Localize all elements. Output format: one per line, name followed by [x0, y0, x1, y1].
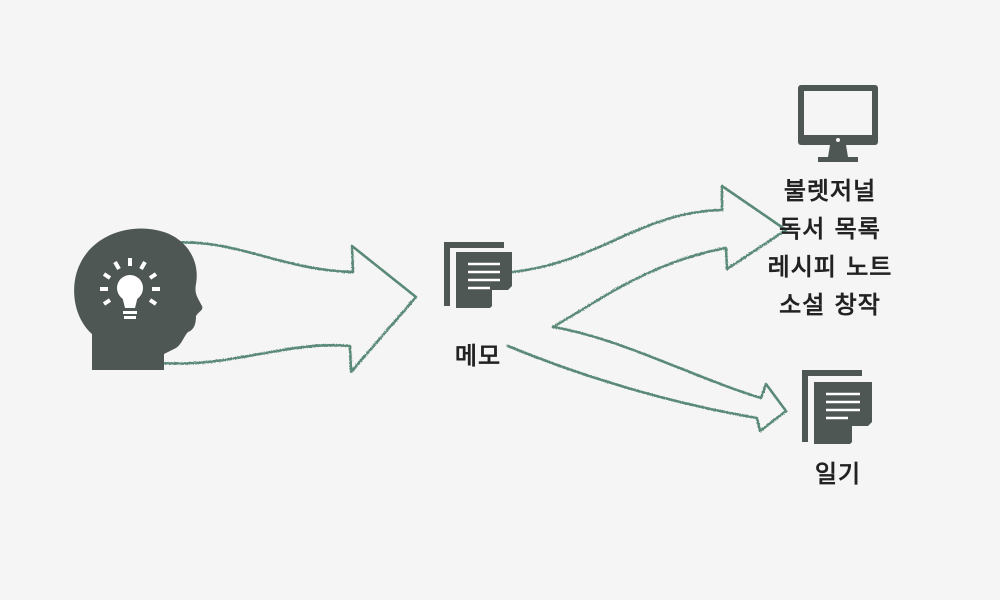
diary-label: 일기 [814, 460, 862, 488]
memo-label: 메모 [454, 342, 502, 370]
monitor-icon [798, 85, 878, 162]
arrow-idea-to-memo [160, 241, 418, 374]
arrow-memo-to-digital [511, 184, 788, 329]
digital-item: 소설 창작 [779, 291, 881, 319]
digital-items-list: 불렛저널 독서 목록 레시피 노트 소설 창작 [760, 172, 900, 324]
head-with-lightbulb-icon [74, 228, 203, 370]
diary-document-icon [802, 370, 872, 444]
digital-item: 불렛저널 [783, 177, 877, 205]
memo-document-icon [444, 242, 512, 308]
arrow-memo-to-diary [506, 325, 788, 433]
digital-item: 독서 목록 [779, 215, 881, 243]
digital-item: 레시피 노트 [767, 253, 893, 281]
